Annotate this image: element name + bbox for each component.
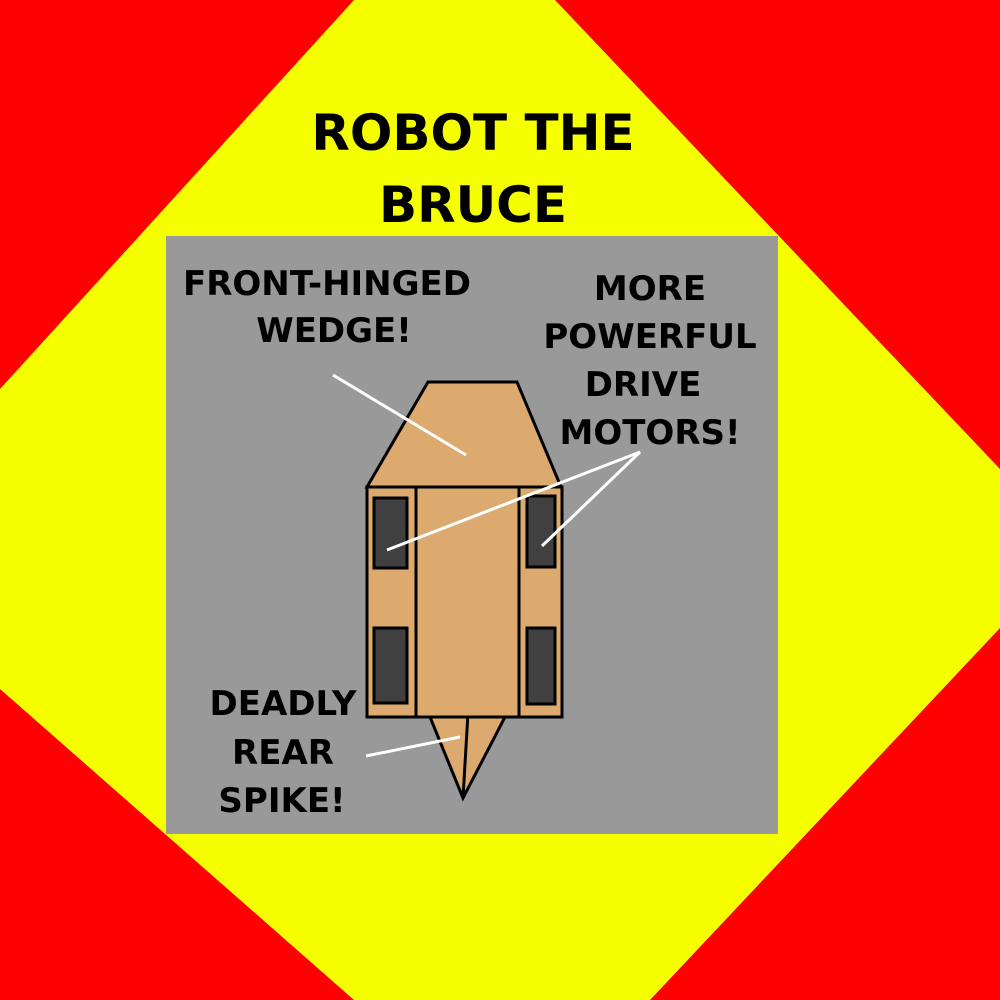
spike-label: DEADLY REAR SPIKE! [210,684,357,821]
motors-pointer [386,450,642,552]
wedge-label-line-1: FRONT-HINGED [183,264,471,304]
wedge-label: FRONT-HINGED WEDGE! [183,264,471,351]
motors-label-line-3: DRIVE [585,365,702,405]
wedge-label-line-2: WEDGE! [256,311,412,351]
wedge-pointer [332,373,467,457]
motors-label-line-2: POWERFUL [543,317,756,357]
motors-label-line-4: MOTORS! [559,413,740,453]
spike-pointer [365,735,461,758]
wheel-front-left [372,496,409,570]
spike-centerline [461,712,470,799]
motors-label-line-1: MORE [594,269,706,309]
wheel-rear-left [372,626,409,705]
spike-label-line-3: SPIKE! [218,781,345,821]
wheel-front-right [525,494,557,569]
title-line-1: ROBOT THE [311,104,634,162]
title-line-2: BRUCE [379,176,567,234]
motors-label: MORE POWERFUL DRIVE MOTORS! [543,269,756,453]
robot-diagram [364,380,564,802]
wheel-rear-right [525,626,557,706]
spike-label-line-2: REAR [232,733,334,773]
spike-label-line-1: DEADLY [210,684,357,724]
pointer-lines [332,373,642,758]
